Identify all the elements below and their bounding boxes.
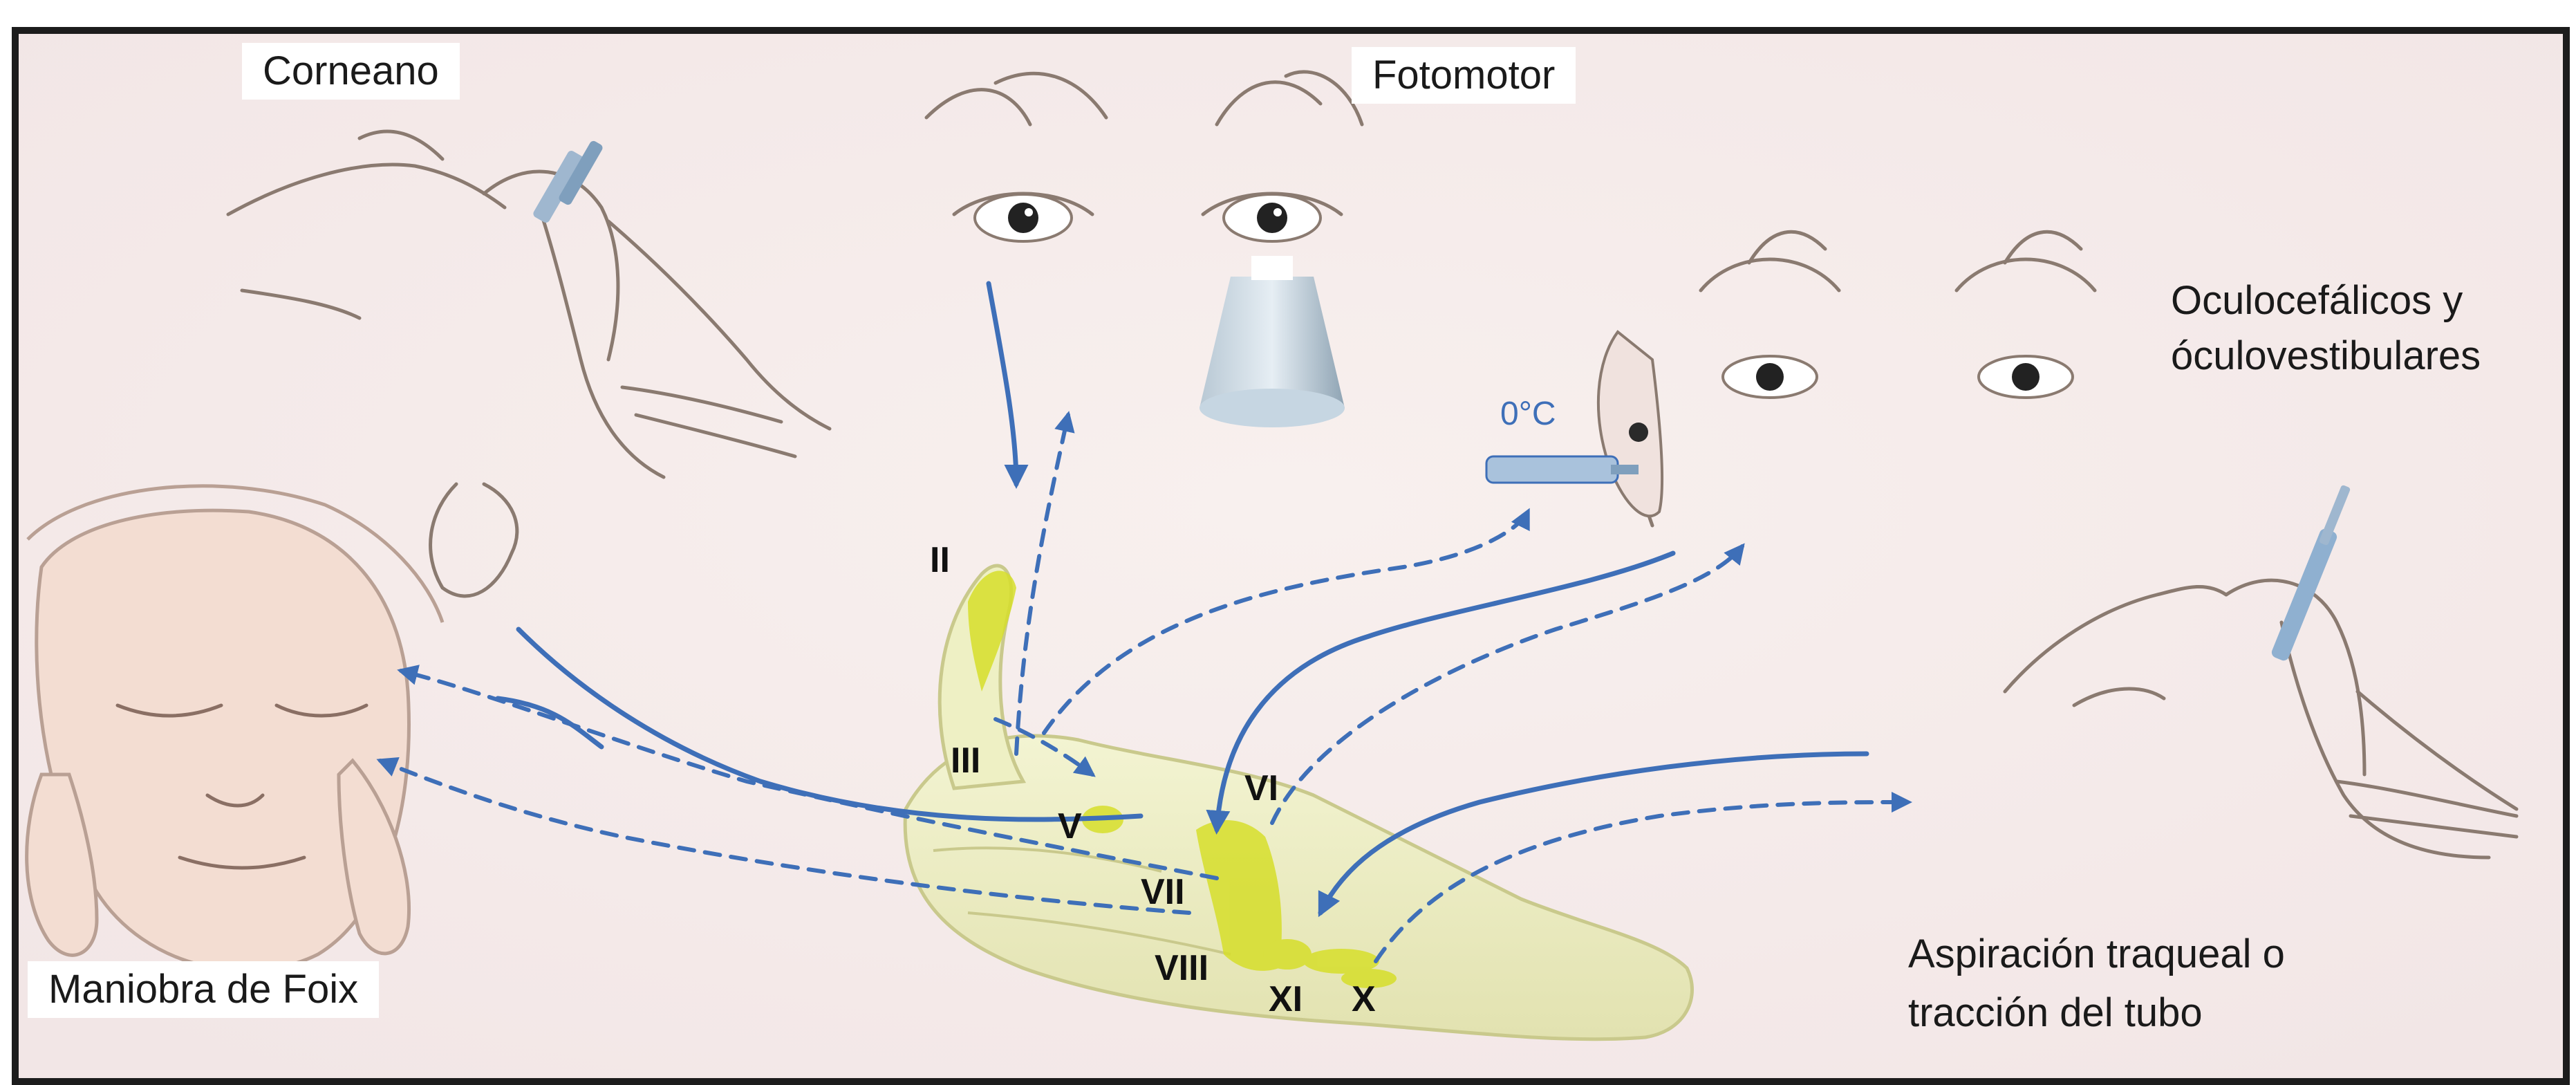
nerve-label-viii: VIII xyxy=(1155,947,1208,989)
oculocephalic-label-line2: óculovestibulares xyxy=(2171,332,2481,380)
oculocephalic-label-line1: Oculocefálicos y xyxy=(2171,277,2463,325)
nerve-label-x: X xyxy=(1352,979,1376,1020)
cold-water-syringe-icon xyxy=(1486,456,1639,483)
eye-right-icon xyxy=(1979,356,2073,398)
photomotor-reflex-label: Fotomotor xyxy=(1352,47,1576,104)
corneal-reflex-label: Corneano xyxy=(242,43,460,100)
nerve-label-ii: II xyxy=(930,539,950,581)
foix-maneuver-label: Maniobra de Foix xyxy=(28,961,379,1018)
eye-right-icon xyxy=(1224,194,1320,241)
nerve-label-vi: VI xyxy=(1244,768,1278,809)
tracheal-aspiration-label-line2: tracción del tubo xyxy=(1908,989,2203,1037)
nerve-label-v: V xyxy=(1058,806,1082,847)
nerve-label-xi: XI xyxy=(1269,979,1303,1020)
tracheal-aspiration-label-line1: Aspiración traqueal o xyxy=(1908,930,2285,979)
eye-left-icon xyxy=(1723,356,1817,398)
nerve-label-iii: III xyxy=(951,740,980,781)
temperature-label: 0°C xyxy=(1500,394,1556,434)
eye-left-icon xyxy=(975,194,1072,241)
nerve-label-vii: VII xyxy=(1141,871,1185,913)
